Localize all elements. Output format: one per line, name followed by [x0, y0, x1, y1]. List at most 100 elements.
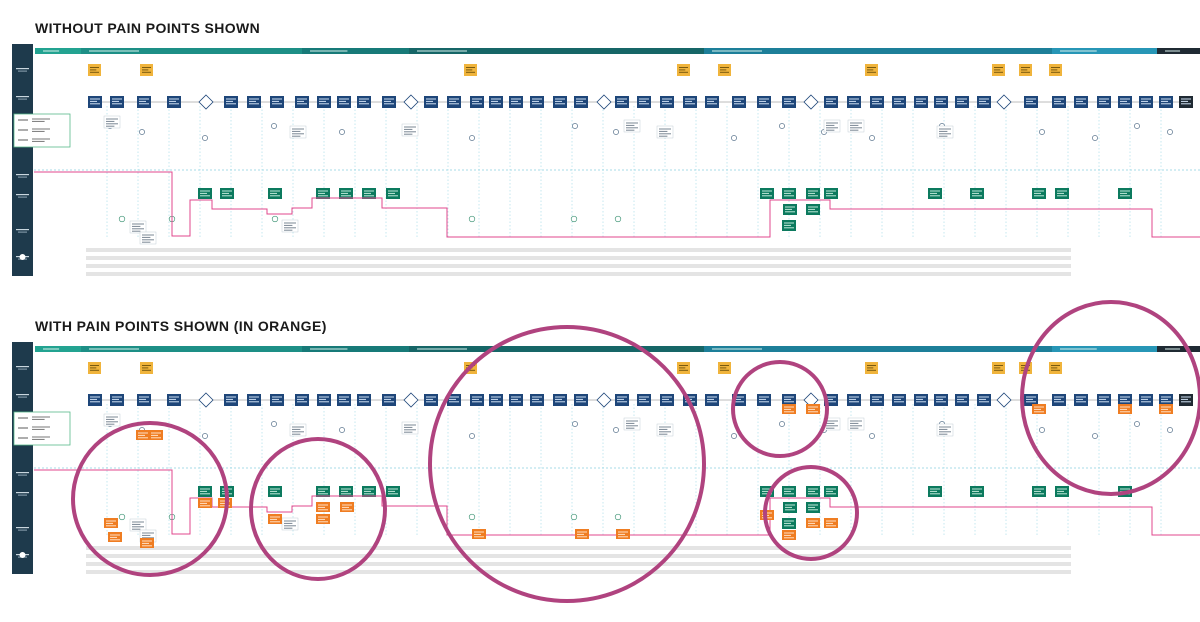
process-box — [615, 394, 629, 406]
note-card — [865, 64, 878, 76]
callout-card — [936, 423, 954, 437]
text-line — [491, 98, 501, 100]
text-line — [472, 103, 482, 105]
phase-header-label — [1165, 50, 1181, 52]
process-step — [337, 96, 351, 108]
sidebar-label — [18, 98, 27, 100]
text-line — [200, 190, 210, 192]
process-step — [247, 96, 261, 108]
pain-point-card — [782, 530, 796, 540]
text-line — [32, 128, 50, 130]
pain-point-card — [472, 529, 486, 539]
process-box — [757, 96, 771, 108]
callout-card — [289, 125, 307, 139]
process-box — [705, 394, 719, 406]
process-step — [782, 96, 796, 108]
text-line — [759, 98, 769, 100]
process-step — [757, 96, 771, 108]
text-line — [930, 192, 937, 194]
text-line — [618, 533, 625, 535]
text-line — [872, 398, 879, 400]
process-step — [955, 96, 969, 108]
text-line — [939, 431, 951, 433]
process-step — [892, 394, 906, 406]
text-line — [826, 124, 835, 126]
text-line — [1054, 100, 1061, 102]
text-line — [491, 396, 501, 398]
process-step — [732, 96, 746, 108]
sidebar-label — [16, 394, 29, 396]
text-line — [491, 398, 498, 400]
pain-point-card — [316, 514, 330, 524]
phase-header-label — [89, 50, 139, 52]
phase-header — [81, 48, 302, 54]
text-line — [90, 71, 99, 73]
support-box — [220, 486, 234, 497]
text-line — [555, 398, 562, 400]
text-line — [341, 190, 351, 192]
process-box — [870, 96, 884, 108]
text-line — [577, 533, 584, 535]
text-line — [930, 490, 937, 492]
text-line — [364, 192, 371, 194]
step-circle — [202, 135, 208, 141]
text-line — [32, 426, 50, 428]
text-line — [826, 127, 838, 129]
text-line — [618, 536, 628, 538]
text-line — [1057, 190, 1067, 192]
text-line — [785, 211, 795, 213]
callout-card — [129, 220, 147, 234]
process-box — [88, 394, 102, 406]
text-line — [404, 424, 416, 426]
text-line — [785, 509, 795, 511]
text-line — [342, 504, 352, 506]
phase-header-label — [89, 348, 139, 350]
text-line — [532, 103, 542, 105]
text-line — [426, 396, 436, 398]
text-line — [426, 100, 433, 102]
process-box — [955, 96, 969, 108]
text-line — [132, 528, 141, 530]
text-line — [132, 230, 141, 232]
process-step — [574, 96, 588, 108]
text-line — [90, 398, 97, 400]
pain-point-card — [616, 529, 630, 539]
text-line — [850, 124, 859, 126]
process-step — [705, 96, 719, 108]
process-step — [382, 96, 396, 108]
text-line — [662, 398, 669, 400]
text-line — [249, 396, 259, 398]
support-box — [806, 502, 820, 513]
text-line — [994, 367, 1001, 369]
process-box — [1097, 394, 1111, 406]
process-box — [337, 394, 351, 406]
text-line — [226, 103, 236, 105]
text-line — [106, 525, 116, 527]
text-line — [466, 69, 473, 71]
text-line — [142, 367, 149, 369]
text-line — [850, 129, 859, 131]
callout-card — [623, 417, 641, 431]
text-line — [341, 490, 348, 492]
text-line — [142, 67, 151, 68]
step-circle — [468, 513, 476, 521]
text-line — [32, 130, 45, 132]
text-line — [685, 401, 695, 403]
text-line — [359, 98, 369, 100]
process-box — [847, 96, 861, 108]
text-line — [1026, 100, 1033, 102]
callout-card — [401, 421, 419, 435]
text-line — [808, 525, 818, 527]
text-line — [491, 100, 498, 102]
support-box — [1032, 486, 1046, 497]
text-line — [784, 100, 791, 102]
sidebar-label — [18, 396, 27, 398]
process-box — [705, 96, 719, 108]
step-circle — [572, 421, 578, 427]
process-box — [914, 96, 928, 108]
text-line — [826, 493, 836, 495]
text-line — [867, 67, 876, 68]
phase-header-label — [1060, 50, 1097, 52]
process-step — [615, 96, 629, 108]
text-line — [626, 129, 635, 131]
